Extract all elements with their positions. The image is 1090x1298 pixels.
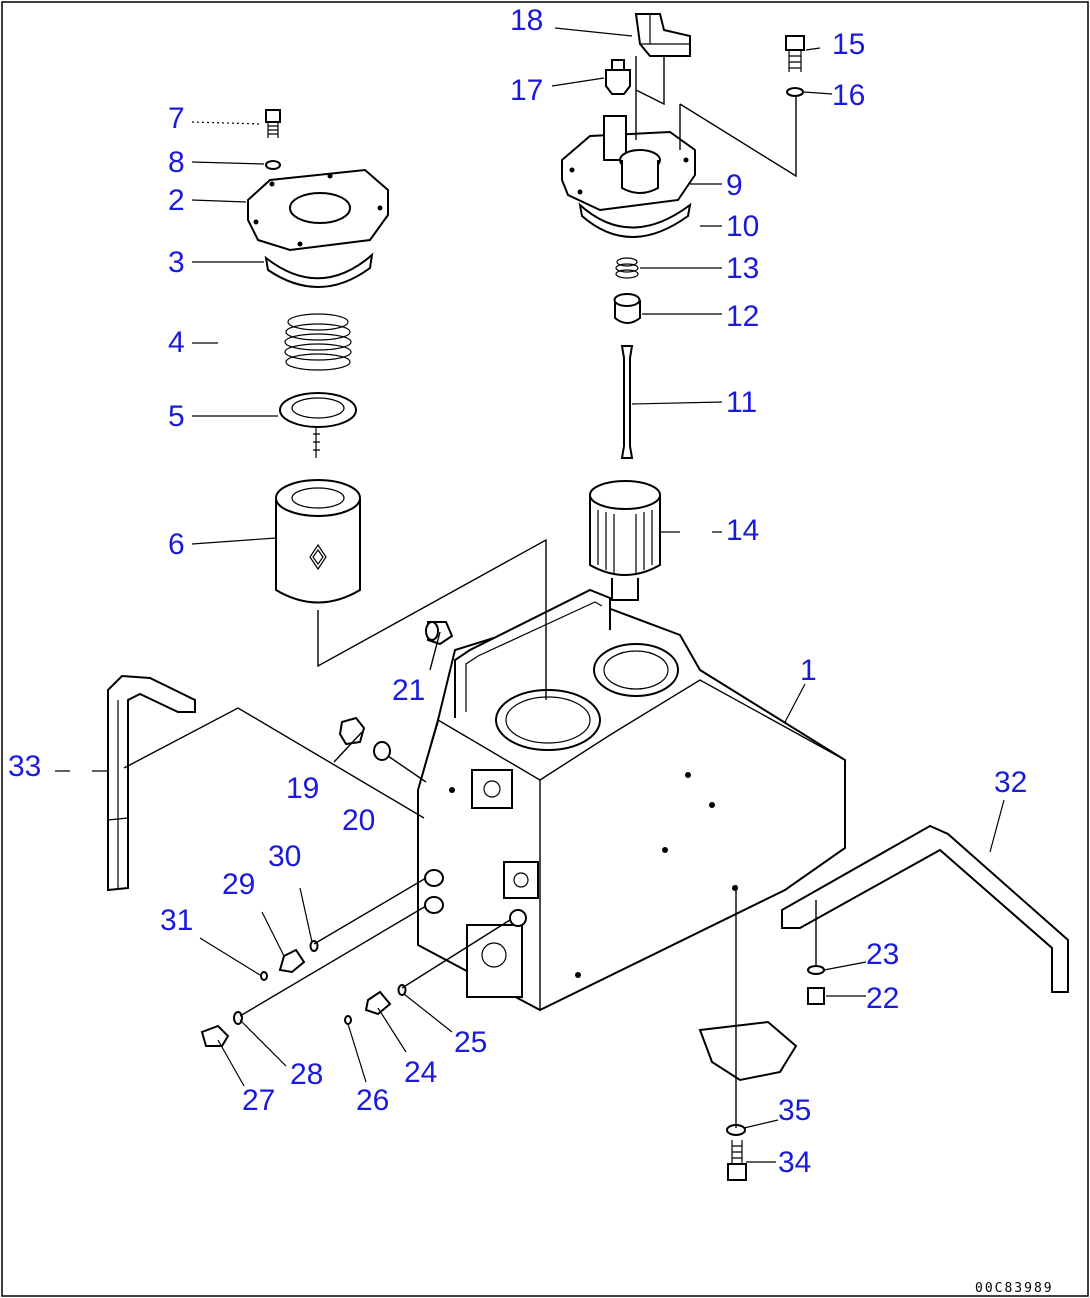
callout-13: 13 (726, 252, 759, 285)
part-26-o-ring (344, 1015, 352, 1025)
callout-22: 22 (866, 982, 899, 1015)
leader-lines (55, 27, 1005, 1163)
part-7-bolt (265, 109, 281, 138)
callout-28: 28 (290, 1058, 323, 1091)
part-15-bolt (785, 35, 805, 72)
callout-2: 2 (168, 184, 185, 217)
callout-18: 18 (510, 4, 543, 37)
bottom-plate (698, 1020, 798, 1082)
callout-33: 33 (8, 750, 41, 783)
part-33-bar (107, 674, 196, 892)
callout-10: 10 (726, 210, 759, 243)
callout-17: 17 (510, 74, 543, 107)
callout-15: 15 (832, 28, 865, 61)
callout-25: 25 (454, 1026, 487, 1059)
callout-11: 11 (726, 386, 757, 419)
callout-26: 26 (356, 1084, 389, 1117)
callout-14: 14 (726, 514, 759, 547)
callout-24: 24 (404, 1056, 437, 1089)
callout-27: 27 (242, 1084, 275, 1117)
callout-9: 9 (726, 169, 743, 202)
callout-16: 16 (832, 79, 865, 112)
part-10-gasket (578, 202, 692, 238)
part-8-washer (265, 160, 281, 170)
callout-32: 32 (994, 766, 1027, 799)
part-27-plug (200, 1024, 230, 1047)
part-19-nut (338, 716, 366, 746)
part-28-o-ring (233, 1011, 243, 1025)
callout-34: 34 (778, 1146, 811, 1179)
part-22-plug (807, 987, 825, 1005)
callout-30: 30 (268, 840, 301, 873)
callout-4: 4 (168, 326, 185, 359)
part-13-spring (615, 257, 639, 279)
callout-3: 3 (168, 246, 185, 279)
callout-7: 7 (168, 102, 185, 135)
callout-20: 20 (342, 804, 375, 837)
part-6-filter-element (275, 479, 361, 604)
part-18-sensor (634, 13, 691, 57)
part-11-rod (620, 345, 634, 459)
assembly-lines (123, 56, 817, 1128)
callout-23: 23 (866, 938, 899, 971)
callout-31: 31 (160, 904, 193, 937)
part-4-spring (284, 313, 352, 371)
callout-6: 6 (168, 528, 185, 561)
callout-8: 8 (168, 146, 185, 179)
callout-29: 29 (222, 868, 255, 901)
part-31-o-ring (260, 971, 268, 981)
part-2-cover (247, 168, 389, 252)
callout-labels: 7 8 2 3 4 5 6 18 17 15 16 9 10 13 12 11 … (8, 4, 1027, 1179)
part-32-bar (781, 824, 1069, 993)
part-14-strainer (589, 480, 661, 601)
part-20-o-ring (373, 741, 391, 761)
part-12-spacer (613, 293, 641, 324)
callout-5: 5 (168, 400, 185, 433)
part-1-tank (417, 588, 846, 1012)
part-5-valve (279, 392, 357, 458)
part-16-washer (786, 87, 804, 97)
drawing-code: 00C83989 (975, 1281, 1054, 1296)
callout-35: 35 (778, 1094, 811, 1127)
part-34-bolt (727, 1140, 747, 1181)
part-9-cap (561, 115, 696, 212)
part-17-plug (605, 59, 631, 95)
part-3-gasket (264, 252, 374, 288)
part-24-sensor (364, 990, 392, 1016)
callout-1: 1 (800, 654, 817, 687)
callout-12: 12 (726, 300, 759, 333)
part-23-washer (807, 965, 825, 975)
callout-19: 19 (286, 772, 319, 805)
part-29-sensor (278, 948, 306, 974)
callout-21: 21 (392, 674, 425, 707)
